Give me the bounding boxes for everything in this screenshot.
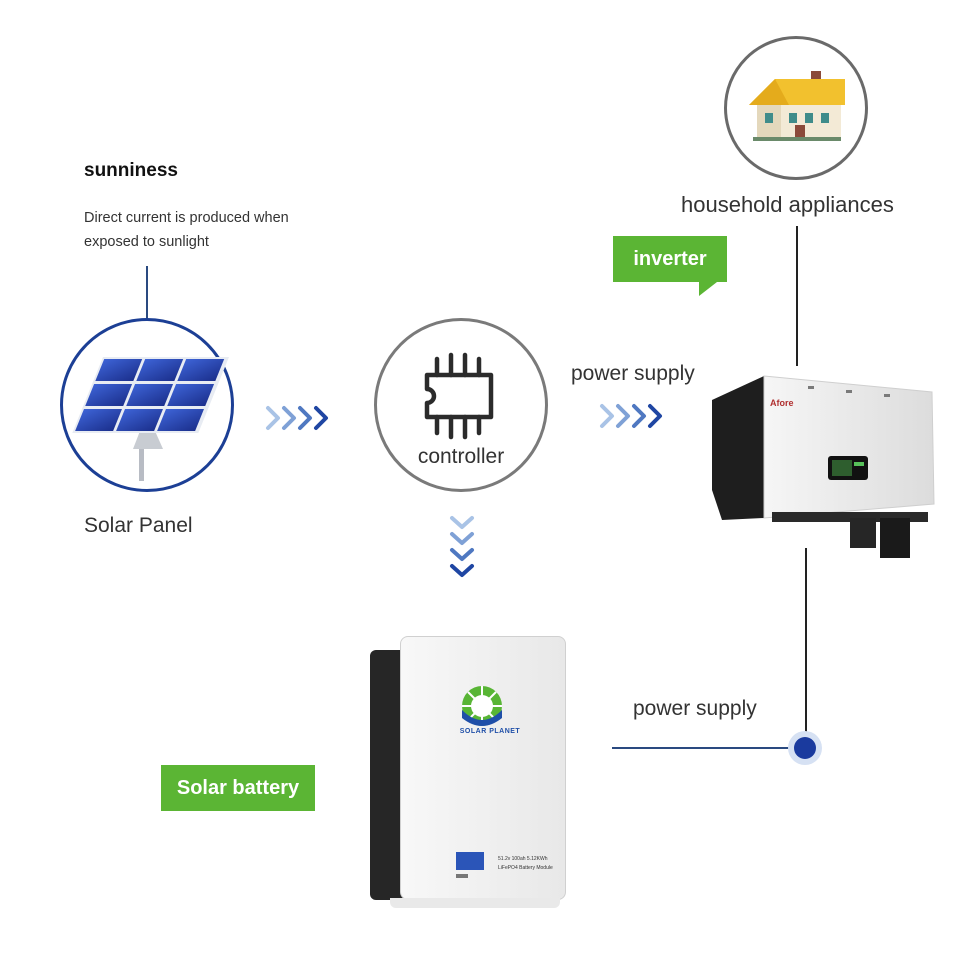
inverter-tag-tail [699, 282, 717, 296]
battery-connector-line [612, 747, 806, 749]
inverter-tag-text: inverter [613, 236, 727, 282]
inverter-brand: Afore [770, 398, 794, 408]
battery-brand: SOLAR PLANET [459, 728, 521, 735]
controller-circle: controller [374, 318, 548, 492]
power-supply-label-bottom: power supply [633, 697, 757, 720]
inverter-connector-line [805, 548, 807, 748]
sun-connector-line [146, 266, 148, 320]
solar-battery-tag: Solar battery [161, 765, 315, 811]
arrow-chevrons-right-1 [266, 406, 328, 430]
controller-label: controller [417, 445, 505, 468]
inverter-tag: inverter [613, 236, 727, 296]
sunniness-description: Direct current is produced when exposed … [84, 210, 289, 250]
battery-spec-2: LiFePO4 Battery Module [498, 865, 553, 871]
chip-icon [424, 352, 494, 440]
household-circle [724, 36, 868, 180]
arrow-chevrons-right-2 [600, 404, 662, 428]
solar-planet-logo [462, 686, 502, 726]
sunniness-title: sunniness [84, 160, 178, 181]
battery-spec-1: 51.2v 100ah 5.12KWh [498, 856, 548, 862]
solar-battery-device: SOLAR PLANET 51.2v 100ah 5.12KWh LiFePO4… [370, 636, 566, 912]
power-supply-label-top: power supply [571, 362, 695, 385]
solar-panel-icon [72, 357, 229, 481]
household-connector-line [796, 226, 798, 366]
solar-panel-label: Solar Panel [84, 514, 193, 537]
inverter-device-image: Afore [712, 375, 935, 558]
household-label: household appliances [681, 192, 894, 217]
solar-panel-circle [60, 318, 234, 492]
arrow-chevrons-down [450, 516, 474, 577]
connection-dot [788, 731, 822, 765]
house-icon [749, 71, 845, 141]
